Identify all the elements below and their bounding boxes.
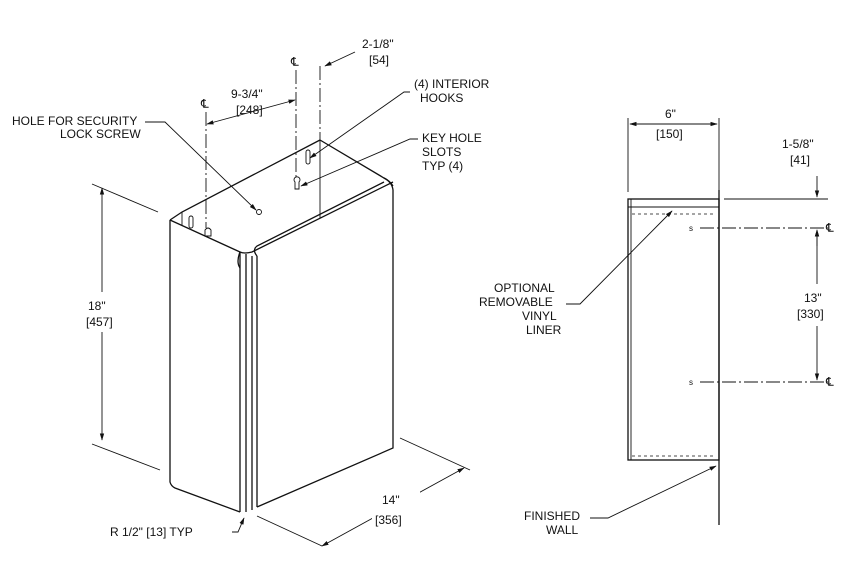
width-in: 14" [382, 493, 400, 507]
top-to-cl-mm: [41] [790, 153, 810, 167]
perspective-view: ℄ ℄ 2-1/8" [54] 9-3/4" [248] HOLE FOR SE… [12, 37, 490, 547]
callout-finished-wall: FINISHED WALL [524, 465, 717, 537]
wall-label-2: WALL [546, 523, 579, 537]
liner-label-1: OPTIONAL [494, 281, 555, 295]
liner-label-2: REMOVABLE [479, 295, 553, 309]
security-hole-label-2: LOCK SCREW [60, 127, 141, 141]
key-hole-label-1: KEY HOLE [422, 131, 482, 145]
key-hole-label-3: TYP (4) [422, 159, 463, 173]
side-view: 6" [150] 1-5/8" [41] ℄ ℄ s s 13" [330] O… [479, 107, 834, 537]
screw-mark-top: s [689, 224, 693, 233]
top-offset-in: 2-1/8" [362, 37, 394, 51]
depth-mm: [150] [656, 127, 683, 141]
dimension-height: 18" [457] [84, 183, 161, 471]
cl-spacing-mm: [330] [797, 307, 824, 321]
dimension-slot-spacing: 9-3/4" [248] [206, 87, 296, 125]
height-in: 18" [88, 299, 106, 313]
side-cl-symbol-top: ℄ [825, 221, 834, 235]
screw-mark-bottom: s [689, 378, 693, 387]
dimension-width: 14" [356] [256, 437, 471, 547]
top-to-cl-in: 1-5/8" [782, 137, 814, 151]
cl-spacing-in: 13" [804, 291, 822, 305]
side-cl-symbol-bottom: ℄ [825, 375, 834, 389]
slot-spacing-mm: [248] [236, 103, 263, 117]
interior-hooks-label-2: HOOKS [420, 91, 463, 105]
callout-security-hole: HOLE FOR SECURITY LOCK SCREW [12, 114, 257, 211]
cabinet-body [169, 139, 394, 513]
callout-radius: R 1/2" [13] TYP [110, 517, 245, 539]
callout-interior-hooks: (4) INTERIOR HOOKS [309, 77, 490, 159]
centerline-symbol-right: ℄ [290, 55, 299, 69]
wall-label-1: FINISHED [524, 509, 580, 523]
dimension-top-offset: 2-1/8" [54] [324, 37, 394, 67]
key-hole-label-2: SLOTS [422, 145, 461, 159]
security-hole-label-1: HOLE FOR SECURITY [12, 114, 137, 128]
width-mm: [356] [375, 513, 402, 527]
dimension-top-to-centerline: 1-5/8" [41] [724, 137, 828, 246]
liner-label-4: LINER [526, 323, 562, 337]
dimension-centerline-spacing: ℄ ℄ s s 13" [330] [689, 221, 834, 389]
top-offset-mm: [54] [369, 53, 389, 67]
key-hole-slots [188, 149, 311, 237]
depth-in: 6" [665, 107, 676, 121]
slot-spacing-in: 9-3/4" [231, 87, 263, 101]
centerline-symbol-left: ℄ [200, 97, 209, 111]
liner-label-3: VINYL [522, 309, 557, 323]
callout-key-hole: KEY HOLE SLOTS TYP (4) [300, 131, 482, 187]
height-mm: [457] [86, 315, 113, 329]
interior-hooks-label-1: (4) INTERIOR [414, 77, 490, 91]
callout-liner: OPTIONAL REMOVABLE VINYL LINER [479, 210, 673, 337]
security-screw-hole [256, 209, 262, 215]
dimension-depth: 6" [150] [627, 107, 720, 192]
radius-label: R 1/2" [13] TYP [110, 525, 193, 539]
